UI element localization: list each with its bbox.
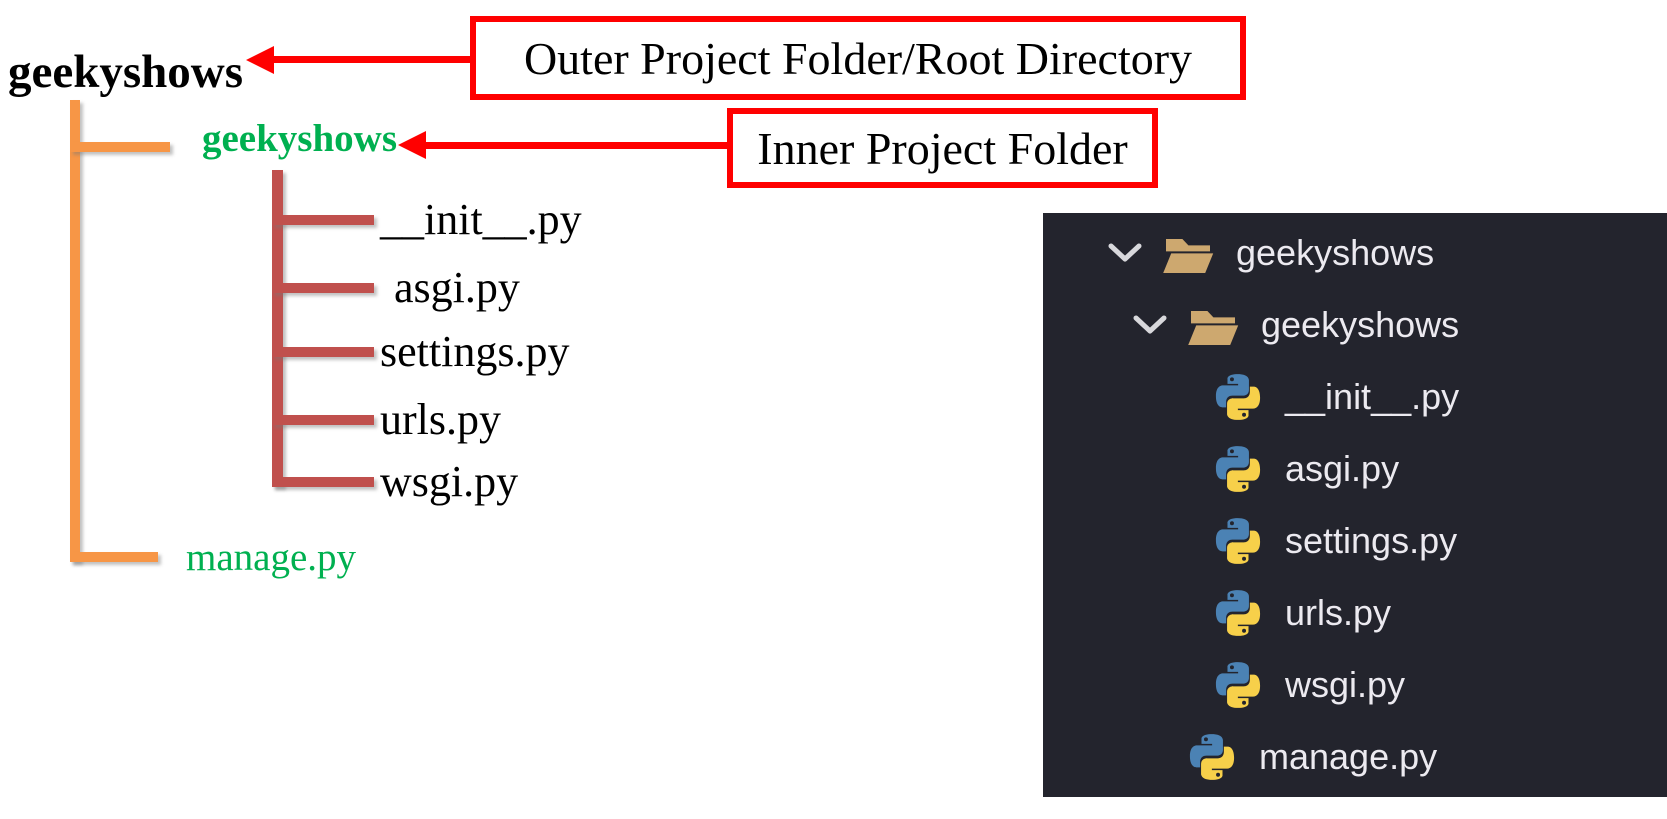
tree-file-asgi: asgi.py [394, 263, 520, 312]
tree-file-urls: urls.py [380, 395, 501, 444]
tree-line-outer-vertical [70, 100, 80, 562]
explorer-row-label: manage.py [1259, 736, 1438, 777]
file-explorer-panel: geekyshows geekyshows __init__.py asgi.p… [1043, 213, 1667, 797]
explorer-row-manage-py[interactable]: manage.py [1043, 721, 1667, 793]
tree-branch-wsgi [272, 477, 374, 487]
explorer-row-label: asgi.py [1285, 448, 1400, 489]
explorer-row-asgi-py[interactable]: asgi.py [1043, 433, 1667, 505]
explorer-row-label: wsgi.py [1285, 664, 1406, 705]
tree-branch-urls [272, 415, 374, 425]
annotation-inner-label: Inner Project Folder [757, 122, 1128, 174]
explorer-row-inner-geekyshows[interactable]: geekyshows [1043, 289, 1667, 361]
annotation-inner-project-folder: Inner Project Folder [727, 108, 1158, 188]
explorer-row-wsgi-py[interactable]: wsgi.py [1043, 649, 1667, 721]
tree-file-wsgi: wsgi.py [380, 457, 519, 506]
python-icon [1189, 734, 1235, 780]
explorer-row-label: urls.py [1285, 592, 1392, 633]
annotation-outer-project-folder: Outer Project Folder/Root Directory [470, 16, 1246, 100]
chevron-down-icon[interactable] [1108, 243, 1142, 263]
explorer-row-outer-geekyshows[interactable]: geekyshows [1043, 217, 1667, 289]
tree-branch-settings [272, 347, 374, 357]
inner-arrow-line [424, 142, 727, 149]
tree-branch-init [272, 215, 374, 225]
tree-branch-asgi [272, 283, 374, 293]
folder-open-icon [1163, 239, 1214, 273]
explorer-row-label: geekyshows [1236, 232, 1435, 273]
annotation-outer-label: Outer Project Folder/Root Directory [523, 32, 1193, 84]
root-folder-label: geekyshows [8, 46, 244, 98]
tree-line-inner-branch [70, 142, 170, 152]
explorer-row-urls-py[interactable]: urls.py [1043, 577, 1667, 649]
explorer-row-settings-py[interactable]: settings.py [1043, 505, 1667, 577]
tree-line-manage-branch [70, 552, 158, 562]
outer-arrow-line [272, 56, 470, 63]
python-icon [1215, 446, 1261, 492]
python-icon [1215, 374, 1261, 420]
chevron-down-icon[interactable] [1133, 315, 1167, 335]
explorer-row-label: __init__.py [1285, 376, 1460, 417]
explorer-row-init-py[interactable]: __init__.py [1043, 361, 1667, 433]
explorer-row-label: geekyshows [1261, 304, 1460, 345]
tree-file-settings: settings.py [380, 327, 570, 376]
python-icon [1215, 590, 1261, 636]
tree-file-init: __init__.py [380, 195, 582, 244]
python-icon [1215, 518, 1261, 564]
tree-line-inner-vertical [272, 170, 283, 487]
inner-folder-label: geekyshows [202, 117, 398, 160]
tree-file-manage: manage.py [186, 536, 357, 579]
python-icon [1215, 662, 1261, 708]
folder-open-icon [1188, 311, 1239, 345]
outer-arrow-head-icon [246, 46, 274, 74]
explorer-row-label: settings.py [1285, 520, 1458, 561]
inner-arrow-head-icon [398, 131, 426, 159]
